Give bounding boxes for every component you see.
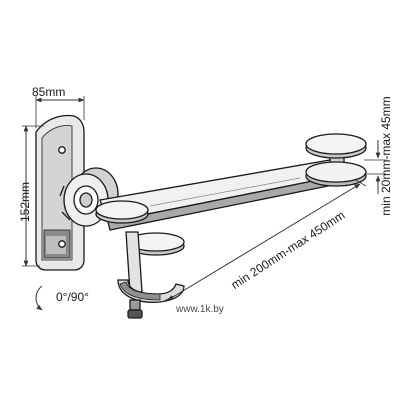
dimension-height xyxy=(22,125,44,267)
width-label: 85mm xyxy=(32,85,66,99)
mid-plate xyxy=(95,200,149,224)
rotation-indicator xyxy=(35,285,43,311)
rotation-label: 0°/90° xyxy=(56,290,89,304)
desk-clamp xyxy=(117,231,185,319)
dimension-width xyxy=(35,96,85,128)
dimension-clamp xyxy=(364,140,386,194)
watermark-text: www.1k.by xyxy=(176,304,224,315)
clamp-label: min 20mm-max 45mm xyxy=(379,96,393,216)
end-plate xyxy=(305,133,367,187)
height-label: 152mm xyxy=(18,182,32,223)
dimension-reach xyxy=(161,179,367,303)
wall-bracket xyxy=(35,114,85,271)
